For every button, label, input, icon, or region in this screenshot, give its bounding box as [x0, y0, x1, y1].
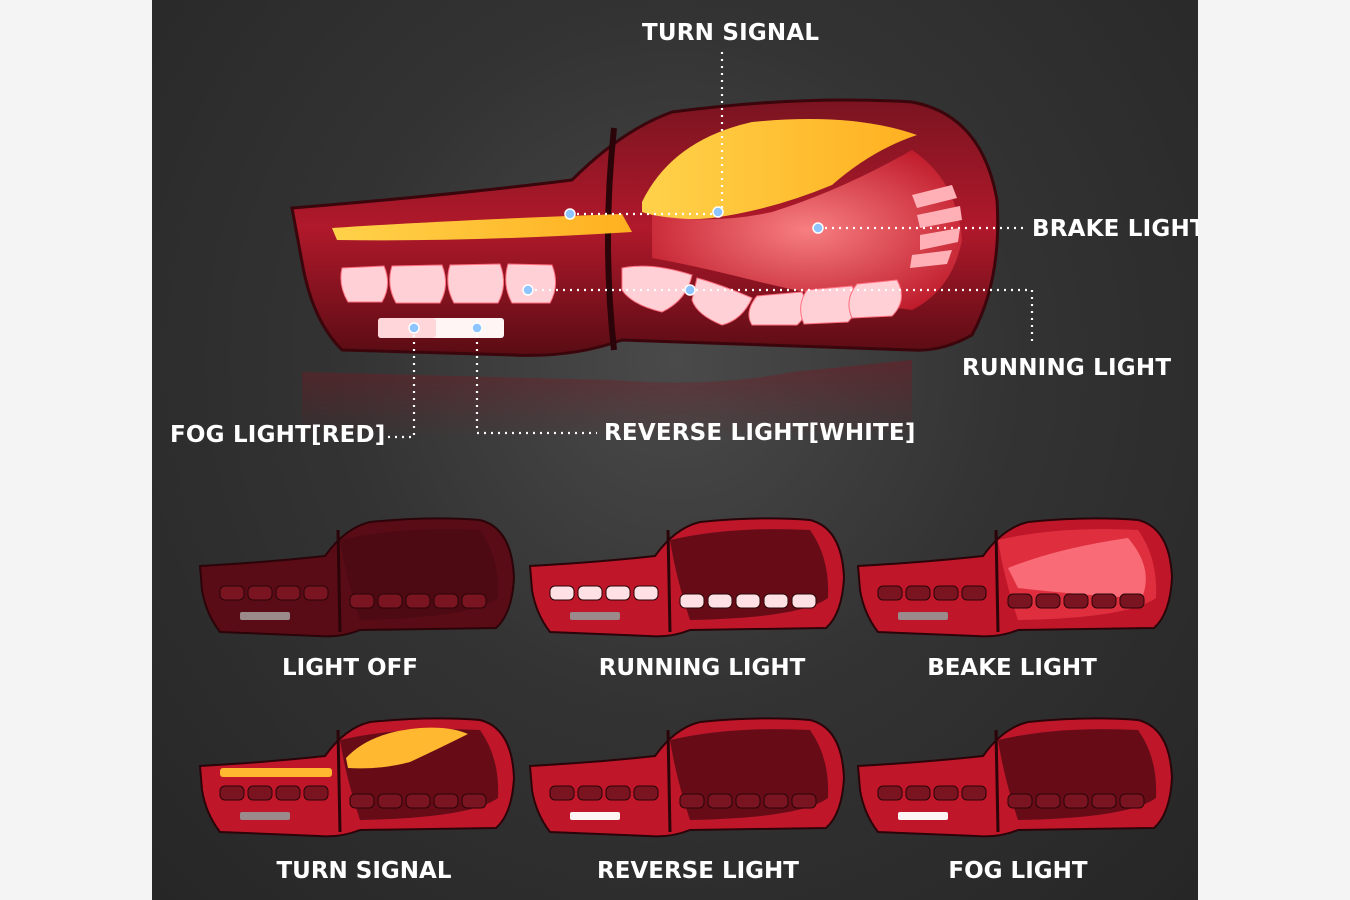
taillight-brake — [856, 517, 1174, 638]
callout-turn-signal: TURN SIGNAL — [642, 20, 820, 46]
taillight-reverse — [528, 717, 846, 838]
callout-fog-light: FOG LIGHT[RED] — [170, 422, 386, 448]
running-light-dot — [522, 284, 534, 296]
taillight-turn — [198, 717, 516, 838]
turn-signal-lamp — [642, 118, 917, 220]
mode-label-turn-signal: TURN SIGNAL — [276, 858, 452, 884]
mode-label-brake-light: BEAKE LIGHT — [927, 655, 1097, 681]
mode-label-reverse-light: REVERSE LIGHT — [597, 858, 799, 884]
mode-label-running-light: RUNNING LIGHT — [598, 655, 806, 681]
callout-running-light: RUNNING LIGHT — [962, 355, 1172, 381]
mode-label-fog-light: FOG LIGHT — [948, 858, 1088, 884]
taillight-running — [528, 517, 846, 638]
fog-light-dot — [408, 322, 420, 334]
callout-brake-light: BRAKE LIGHT — [1032, 216, 1198, 242]
callout-reverse-light: REVERSE LIGHT[WHITE] — [604, 420, 916, 446]
main-taillight — [198, 52, 1174, 838]
brake-light-dot — [812, 222, 824, 234]
brake-lamp — [652, 150, 962, 310]
taillight-fog — [856, 717, 1174, 838]
product-stage: TURN SIGNAL BRAKE LIGHT RUNNING LIGHT FO… — [152, 0, 1198, 900]
mode-label-light-off: LIGHT OFF — [281, 655, 419, 681]
taillight-off — [198, 517, 516, 638]
running-light-segments — [340, 263, 902, 326]
turn-signal-dot — [564, 208, 576, 220]
reverse-light-dot — [471, 322, 483, 334]
